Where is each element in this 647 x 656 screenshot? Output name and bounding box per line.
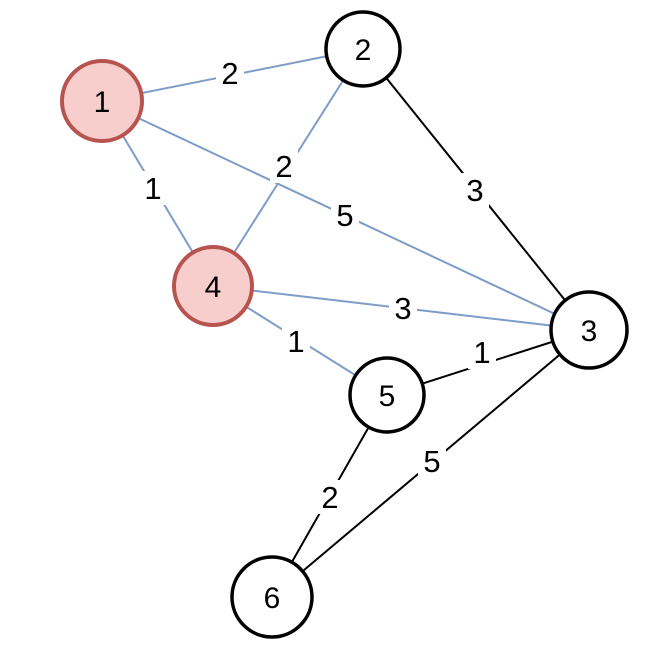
graph-node-2[interactable]: 2 [324,10,402,88]
edge-weight-label-1-4: 1 [144,171,161,206]
edge-weight-label-background [270,149,298,183]
graph-node-4[interactable]: 4 [172,245,254,327]
edge-weight-label-background [139,171,167,205]
graph-node-5[interactable]: 5 [348,356,426,434]
edge-weight-label-background [468,335,496,369]
edge-weight-label-1-2: 2 [221,56,238,91]
edge-weight-label-background [461,173,489,207]
graph-node-3[interactable]: 3 [549,290,629,370]
edge-weight-label-4-5: 1 [287,324,304,359]
edges-layer [101,48,590,598]
node-circle-4[interactable] [172,245,254,327]
node-circle-6[interactable] [230,555,314,639]
node-circle-3[interactable] [549,290,629,370]
node-circle-5[interactable] [348,356,426,434]
graph-node-6[interactable]: 6 [230,555,314,639]
graph-node-1[interactable]: 1 [60,59,144,143]
edge-weight-label-2-3: 3 [466,173,483,208]
edge-labels-layer: 2 1 5 2 3 3 1 1 2 5 [139,56,496,515]
edge-weight-label-6-3: 5 [423,444,440,479]
edge-weight-label-background [282,324,310,358]
edge-weight-label-background [216,56,244,90]
edge-weight-label-5-6: 2 [321,480,338,515]
edge-weight-label-background [418,444,446,478]
edge-weight-label-background [389,291,417,325]
edge-weight-label-4-3: 3 [394,291,411,326]
edge-weight-label-background [331,198,359,232]
edge-weight-label-2-4: 2 [275,149,292,184]
node-circle-1[interactable] [60,59,144,143]
edge-weight-label-1-3: 5 [336,198,353,233]
edge-weight-label-background [316,480,344,514]
edge-weight-label-5-3: 1 [473,335,490,370]
node-circle-2[interactable] [324,10,402,88]
